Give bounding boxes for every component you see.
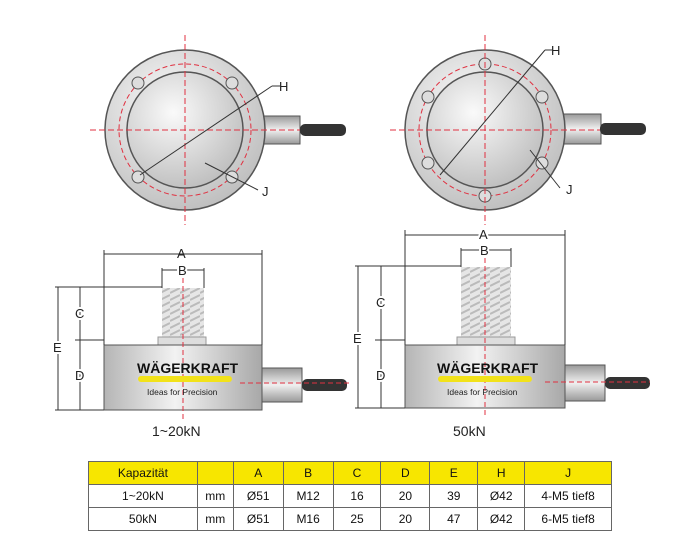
cell: 20	[380, 507, 431, 531]
dim-e-label: E	[53, 340, 62, 355]
brand-logo-left: WÄGERKRAFT Ideas for Precision	[137, 360, 239, 397]
cell: 16	[332, 484, 382, 508]
dim-b-label: B	[480, 243, 489, 258]
header-cell: Kapazität	[88, 461, 198, 485]
svg-text:Ideas for Precision: Ideas for Precision	[447, 387, 518, 397]
caption-left: 1~20kN	[152, 423, 201, 439]
cell: M16	[282, 507, 334, 531]
dim-d-label: D	[376, 368, 385, 383]
dim-b-label: B	[178, 263, 187, 278]
top-view-right: H J	[390, 35, 646, 225]
dim-h-label: H	[279, 79, 288, 94]
cell: M12	[282, 484, 334, 508]
header-cell: B	[282, 461, 334, 485]
brand-logo-right: WÄGERKRAFT Ideas for Precision	[437, 360, 539, 397]
spec-table: Kapazität A B C D E H J 1~20kN mm Ø51 M1…	[88, 461, 612, 531]
cell: 25	[332, 507, 382, 531]
header-cell: J	[524, 461, 612, 485]
dim-e-label: E	[353, 331, 362, 346]
dim-a-label: A	[177, 246, 186, 261]
cell: mm	[196, 507, 234, 531]
cell: Ø51	[232, 507, 284, 531]
svg-text:WÄGERKRAFT: WÄGERKRAFT	[137, 360, 239, 376]
header-cell: E	[429, 461, 479, 485]
cell: 39	[429, 484, 479, 508]
cell: Ø51	[232, 484, 284, 508]
dim-a-label: A	[479, 227, 488, 242]
cell: 6-M5 tief8	[524, 507, 612, 531]
cell: 50kN	[88, 507, 198, 531]
cell: mm	[196, 484, 234, 508]
table-row: 1~20kN mm Ø51 M12 16 20 39 Ø42 4-M5 tief…	[88, 484, 612, 508]
dim-d-label: D	[75, 368, 84, 383]
cell: 47	[429, 507, 479, 531]
table-row: 50kN mm Ø51 M16 25 20 47 Ø42 6-M5 tief8	[88, 507, 612, 531]
svg-text:WÄGERKRAFT: WÄGERKRAFT	[437, 360, 539, 376]
cell: 20	[380, 484, 431, 508]
dim-c-label: C	[75, 306, 84, 321]
header-cell: C	[332, 461, 382, 485]
cell: 4-M5 tief8	[524, 484, 612, 508]
dim-c-label: C	[376, 295, 385, 310]
header-cell: H	[477, 461, 526, 485]
cell: Ø42	[477, 484, 526, 508]
top-view-left: H J	[90, 35, 346, 225]
header-cell: D	[380, 461, 431, 485]
table-header-row: Kapazität A B C D E H J	[88, 461, 612, 485]
dim-j-label: J	[566, 182, 573, 197]
header-cell: A	[232, 461, 284, 485]
header-cell	[196, 461, 234, 485]
svg-text:Ideas for Precision: Ideas for Precision	[147, 387, 218, 397]
caption-right: 50kN	[453, 423, 486, 439]
dim-j-label: J	[262, 184, 269, 199]
cell: Ø42	[477, 507, 526, 531]
cell: 1~20kN	[88, 484, 198, 508]
dim-h-label: H	[551, 43, 560, 58]
